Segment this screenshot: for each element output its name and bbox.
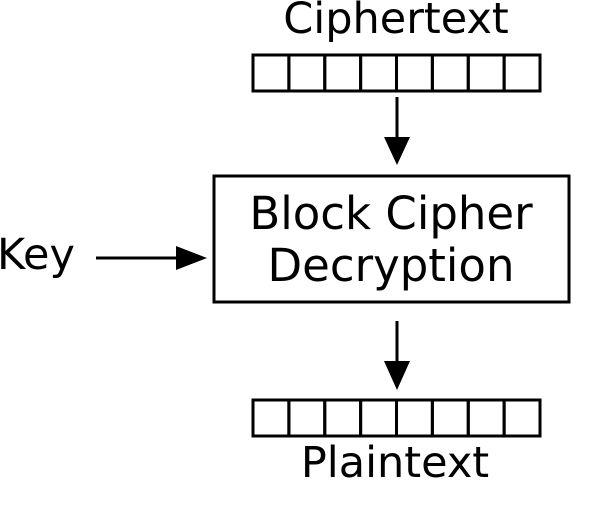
decryption-box xyxy=(212,174,571,304)
ciphertext-block-row xyxy=(251,53,542,93)
arrow-key-to-box xyxy=(96,246,207,270)
plaintext-cell xyxy=(359,398,399,438)
plaintext-cell xyxy=(502,398,542,438)
ciphertext-cell xyxy=(395,53,434,93)
ciphertext-cell xyxy=(359,53,399,93)
arrow-ciphertext-to-box xyxy=(384,97,410,165)
plaintext-cell xyxy=(395,398,434,438)
plaintext-cell xyxy=(323,398,363,438)
plaintext-block-row xyxy=(251,398,542,438)
ciphertext-cell xyxy=(287,53,327,93)
arrow-head-right-icon xyxy=(176,246,207,270)
ciphertext-cell xyxy=(466,53,506,93)
plaintext-cell xyxy=(251,398,291,438)
plaintext-cell xyxy=(430,398,470,438)
ciphertext-label: Ciphertext xyxy=(283,0,509,44)
plaintext-cell xyxy=(466,398,506,438)
plaintext-label: Plaintext xyxy=(301,438,489,488)
arrow-head-down-icon xyxy=(384,361,410,390)
ciphertext-cell xyxy=(502,53,542,93)
ciphertext-cell xyxy=(430,53,470,93)
ciphertext-cell xyxy=(251,53,291,93)
ciphertext-cell xyxy=(323,53,363,93)
arrow-box-to-plaintext xyxy=(384,321,410,390)
decryption-box-label-line2: Decryption xyxy=(268,239,515,292)
key-label: Key xyxy=(0,230,75,280)
decryption-box-label-line1: Block Cipher xyxy=(249,187,533,240)
plaintext-cell xyxy=(287,398,327,438)
arrow-head-down-icon xyxy=(384,137,410,165)
